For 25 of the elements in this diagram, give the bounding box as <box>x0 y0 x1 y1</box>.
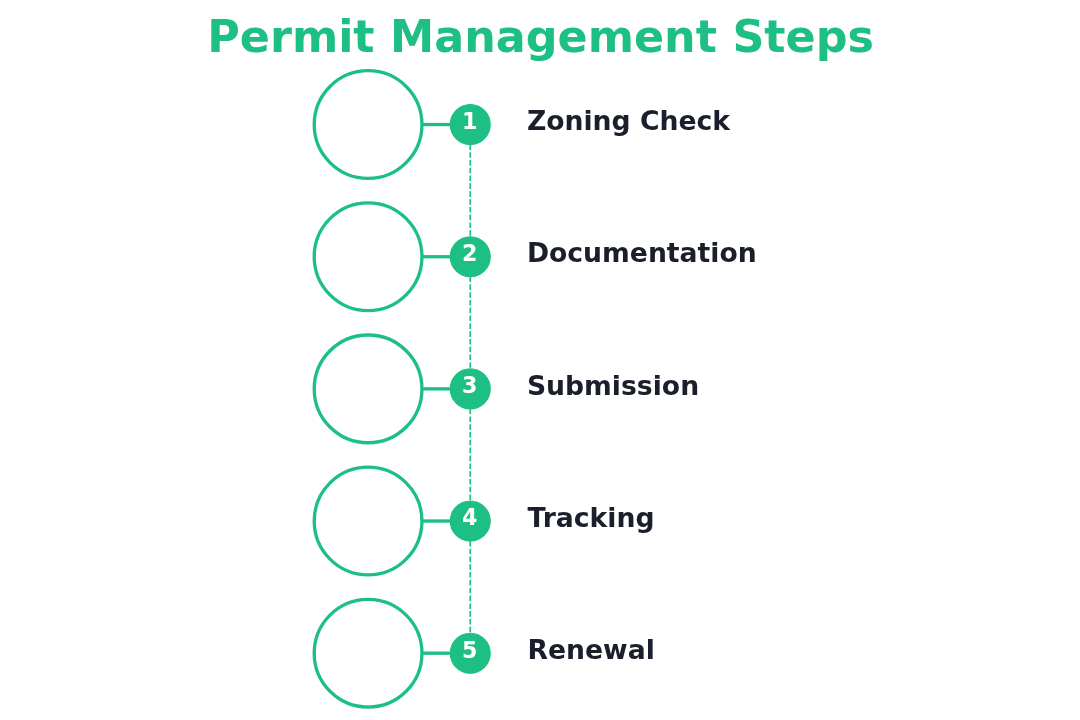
node-circle: 1 <box>449 104 491 146</box>
node-circle <box>312 333 424 445</box>
node-circle <box>312 465 424 577</box>
connector <box>468 275 471 370</box>
node-label: Renewal <box>526 633 655 665</box>
node-circle <box>312 201 424 313</box>
diagram-title: Permit Management Steps <box>206 10 874 62</box>
node-circle <box>312 597 424 709</box>
node-circle: 5 <box>449 632 491 674</box>
connector <box>421 387 450 391</box>
node-circle: 4 <box>449 500 491 542</box>
connector <box>468 143 471 238</box>
connector <box>421 255 450 259</box>
node-circle: 2 <box>449 236 491 278</box>
connector <box>421 122 450 127</box>
connector <box>468 540 471 634</box>
node-label: Documentation <box>526 237 757 269</box>
node-label: Tracking <box>526 501 654 533</box>
connector <box>468 408 471 502</box>
connector <box>421 651 450 655</box>
node-label: Zoning Check <box>526 105 730 137</box>
node-circle: 3 <box>449 368 491 410</box>
node-label: Submission <box>526 369 699 401</box>
node-circle <box>312 69 424 181</box>
connector <box>421 519 450 523</box>
